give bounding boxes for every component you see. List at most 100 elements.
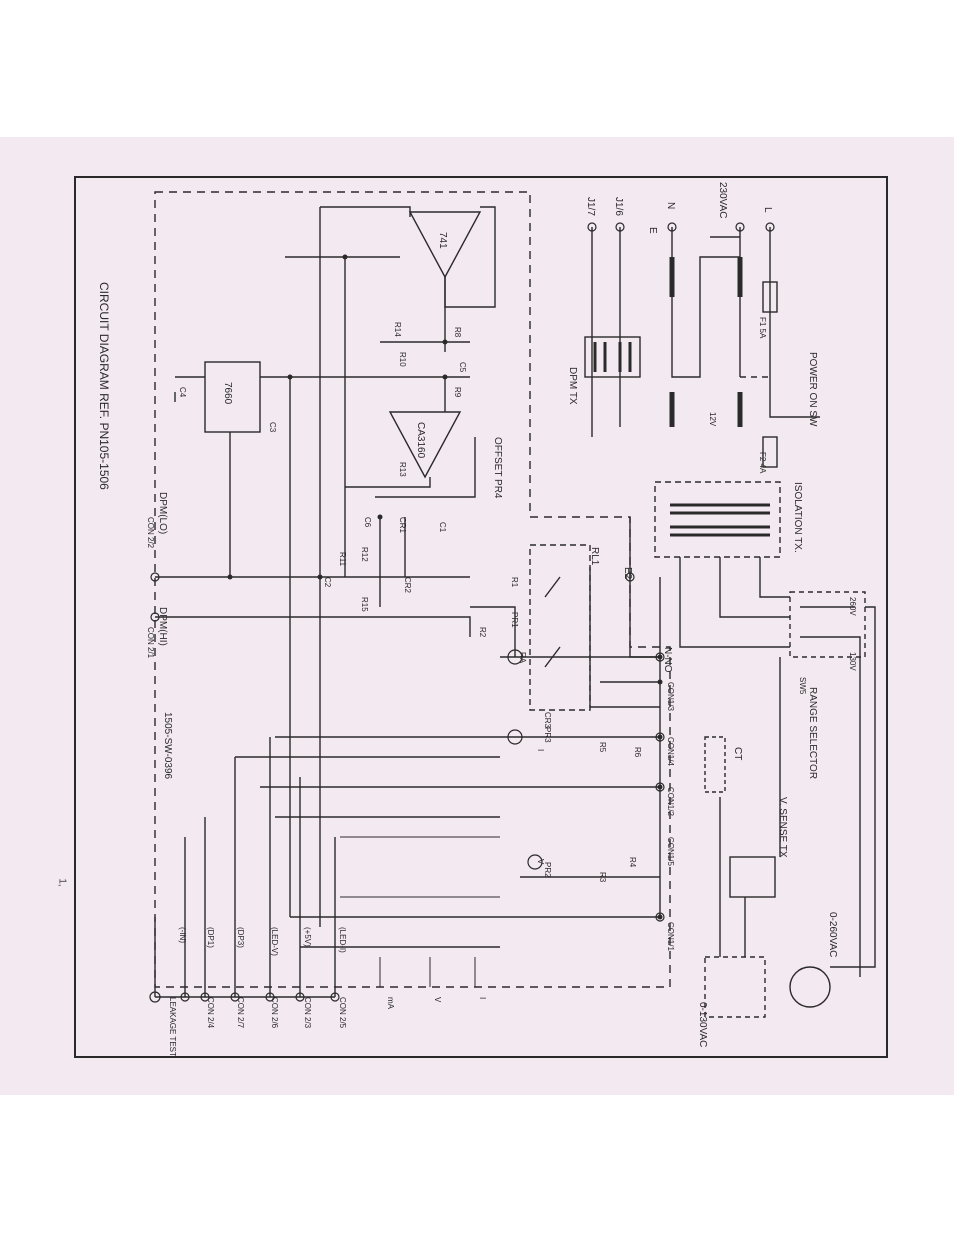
switch-matrix bbox=[340, 756, 500, 987]
meter-v: V bbox=[536, 859, 545, 865]
terminal-dpm-lo-con: CON 2/2 bbox=[146, 517, 155, 549]
pin-label-dp1: (DP1) bbox=[206, 927, 215, 948]
switch-label-v: V bbox=[433, 997, 442, 1003]
pin-con-led-i: CON 2/5 bbox=[338, 997, 347, 1029]
capacitor-c6: C6 bbox=[363, 517, 372, 528]
label-f2: F2 4A bbox=[758, 452, 767, 474]
diagram-title: CIRCUIT DIAGRAM REF. PN105-1506 bbox=[97, 282, 111, 490]
outlet-switch bbox=[704, 956, 766, 1018]
diode-cr3: CR3 bbox=[543, 712, 552, 729]
leakage-test-label: LEAKAGE TEST bbox=[168, 997, 177, 1057]
ic-7660 bbox=[204, 361, 261, 433]
resistor-r2: R2 bbox=[478, 627, 487, 638]
isolation-transformer bbox=[654, 481, 781, 558]
fuse-f2 bbox=[762, 436, 778, 468]
stray-mark: 1, bbox=[56, 878, 68, 887]
terminal-n-no: N-NO bbox=[662, 647, 673, 673]
terminal-e2: E2 bbox=[622, 567, 633, 580]
terminal-dpm-hi: DPM(HI) bbox=[157, 607, 168, 646]
outlet-socket bbox=[789, 966, 831, 1008]
terminal-j1-6: J1/6 bbox=[613, 197, 624, 216]
terminal-j1-7: J1/7 bbox=[585, 197, 596, 216]
resistor-r6: R6 bbox=[633, 747, 642, 758]
capacitor-c5: C5 bbox=[458, 362, 467, 373]
diode-cr1: CR1 bbox=[398, 517, 407, 534]
label-conv: 7660 bbox=[222, 382, 233, 405]
capacitor-c2: C2 bbox=[323, 577, 332, 588]
pin-con-dp3: CON 2/7 bbox=[236, 997, 245, 1029]
resistor-r9: R9 bbox=[453, 387, 462, 398]
opamp-ca3160 bbox=[388, 411, 462, 479]
terminal-rl1: RL1 bbox=[589, 547, 600, 566]
resistor-r8: R8 bbox=[453, 327, 462, 338]
resistor-r14: R14 bbox=[393, 322, 402, 337]
pin-label-in: (-IN) bbox=[178, 927, 187, 943]
label-isolation-tx: ISOLATION TX. bbox=[792, 482, 803, 553]
resistor-r5: R5 bbox=[598, 742, 607, 753]
terminal-neutral: N bbox=[665, 202, 676, 209]
pin-con-led-v: CON 2/6 bbox=[270, 997, 279, 1029]
terminal-con1-5: CON1/5 bbox=[666, 837, 675, 866]
label-f1: F1 5A bbox=[758, 317, 767, 339]
dpm-transformer bbox=[584, 336, 641, 378]
label-ct: CT bbox=[732, 747, 743, 760]
opamp-741 bbox=[408, 211, 482, 279]
pin-label-dp3: (DP3) bbox=[236, 927, 245, 948]
resistor-r3: R3 bbox=[598, 872, 607, 883]
fuse-f1 bbox=[762, 281, 778, 313]
label-260v: 260V bbox=[848, 597, 857, 616]
terminal-earth: E bbox=[647, 227, 658, 234]
diode-cr2: CR2 bbox=[403, 577, 412, 594]
terminal-con1-1: CON1/1 bbox=[666, 922, 675, 951]
label-offset: OFFSET PR4 bbox=[492, 437, 503, 499]
capacitor-c3: C3 bbox=[268, 422, 277, 433]
terminal-dpm-lo: DPM(LO) bbox=[157, 492, 168, 534]
meter-i: I bbox=[536, 749, 545, 751]
pin-label-led-i: (LED-I) bbox=[338, 927, 347, 953]
terminal-con1-2: CON1/2 bbox=[666, 787, 675, 816]
pin-label-5v: (+5V) bbox=[303, 927, 312, 947]
label-130v: 130V bbox=[848, 652, 857, 671]
pin-con-dp1: CON 2/4 bbox=[206, 997, 215, 1029]
preset-pr1: PR1 bbox=[510, 612, 519, 628]
pin-label-led-v: (LED-V) bbox=[270, 927, 279, 956]
terminal-live: L bbox=[762, 207, 773, 213]
range-selector-switch bbox=[789, 591, 866, 658]
scanned-sheet: CIRCUIT DIAGRAM REF. PN105-1506 1505-SW-… bbox=[0, 137, 954, 1095]
resistor-r15: R15 bbox=[360, 597, 369, 612]
terminal-dpm-hi-con: CON 2/1 bbox=[146, 627, 155, 659]
terminal-mains: 230VAC bbox=[717, 182, 728, 219]
capacitor-c4: C4 bbox=[178, 387, 187, 398]
drawing-number: 1505-SW-0396 bbox=[162, 712, 173, 780]
switch-label-i: I bbox=[478, 997, 487, 999]
terminal-con1-3: CON1/3 bbox=[666, 682, 675, 711]
label-dpm-tx: DPM TX bbox=[567, 367, 578, 405]
pin-con-5v: CON 2/3 bbox=[303, 997, 312, 1029]
label-op1: 741 bbox=[437, 232, 448, 249]
resistor-r13: R13 bbox=[398, 462, 407, 477]
preset-pr3: PR3 bbox=[543, 727, 552, 743]
terminal-circles bbox=[149, 222, 775, 1003]
label-sw5: SW5 bbox=[798, 677, 807, 695]
node-dots bbox=[227, 254, 663, 920]
label-outlet-260: 0-260VAC bbox=[827, 912, 838, 957]
voltage-sense-transformer bbox=[729, 856, 776, 898]
resistor-r12: R12 bbox=[360, 547, 369, 562]
terminal-con1-4: CON1/4 bbox=[666, 737, 675, 766]
resistor-r11: R11 bbox=[338, 552, 347, 567]
switch-label-ma: mA bbox=[386, 997, 395, 1010]
capacitor-c1: C1 bbox=[438, 522, 447, 533]
current-transformer bbox=[704, 736, 726, 793]
label-outlet-130: 0-130VAC bbox=[697, 1002, 708, 1047]
preset-pr2: PR2 bbox=[543, 862, 552, 878]
drawing-border bbox=[74, 176, 888, 1058]
label-power-on-sw: POWER ON SW bbox=[807, 352, 818, 427]
resistor-r10: R10 bbox=[398, 352, 407, 367]
resistor-r4: R4 bbox=[628, 857, 637, 868]
label-op2: CA3160 bbox=[415, 422, 426, 459]
meter-ra: RA bbox=[518, 652, 527, 664]
label-sense-tx: V. SENSE TX bbox=[777, 797, 788, 858]
relay-rl1 bbox=[529, 544, 591, 711]
label-range-selector: RANGE SELECTOR bbox=[807, 687, 818, 779]
resistor-r1: R1 bbox=[510, 577, 519, 588]
